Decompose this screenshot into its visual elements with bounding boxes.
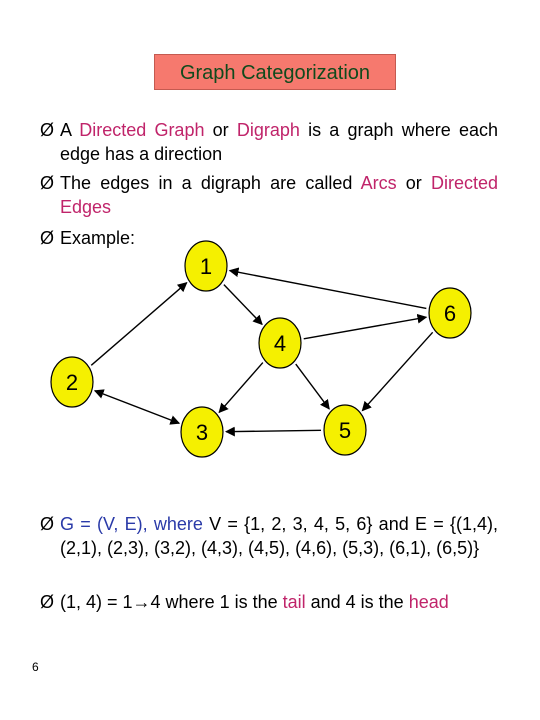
bullet-text: The edges in a digraph are called Arcs o… bbox=[60, 171, 498, 219]
slide-title: Graph Categorization bbox=[154, 54, 396, 90]
graph-node-4 bbox=[258, 317, 302, 369]
bullet-marker-icon: Ø bbox=[40, 514, 55, 534]
edge-6-1 bbox=[228, 267, 427, 310]
edge-6-5 bbox=[361, 331, 434, 412]
bullet-marker-icon: Ø bbox=[40, 120, 55, 140]
graph-node-label: 1 bbox=[200, 254, 212, 279]
graph-node-label: 5 bbox=[339, 418, 351, 443]
bullet-text-run: or bbox=[396, 173, 431, 193]
edge-5-3 bbox=[225, 426, 322, 437]
edge-2-3 bbox=[93, 389, 181, 425]
bullet-text-run: V = {1, 2, 3, 4, 5, 6} and E = {(1,4), (… bbox=[60, 514, 498, 558]
bullet-marker-icon: Ø bbox=[40, 592, 55, 612]
edge-4-3 bbox=[218, 362, 264, 414]
bullet-text: A Directed Graph or Digraph is a graph w… bbox=[60, 118, 498, 166]
bullet-text-run: Directed Edges bbox=[60, 173, 498, 217]
graph-node-6 bbox=[428, 287, 472, 339]
edge-4-5 bbox=[295, 363, 330, 410]
bullet-marker-icon: Ø bbox=[40, 173, 55, 193]
bullet-text-run: A bbox=[60, 120, 80, 140]
graph-node-3 bbox=[180, 406, 224, 458]
bullet-text-run: Digraph bbox=[236, 120, 300, 140]
graph-node-2 bbox=[50, 356, 94, 408]
bullet-text-run: (1, 4) = 1→4 where 1 is the bbox=[60, 592, 283, 612]
graph-node-label: 3 bbox=[196, 420, 208, 445]
bullet-text-run: Directed Graph bbox=[79, 120, 205, 140]
bullet-text-run: or bbox=[204, 120, 237, 140]
graph-node-5 bbox=[323, 404, 367, 456]
edge-1-4 bbox=[223, 284, 263, 326]
bullet-text-run: tail bbox=[282, 592, 306, 612]
bullet-text-run: and 4 is the bbox=[305, 592, 409, 612]
bullet-text-run: Arcs bbox=[360, 173, 397, 193]
page-number: 6 bbox=[32, 660, 39, 674]
bullet-text-run: The edges in a digraph are called bbox=[60, 173, 361, 193]
graph-node-label: 6 bbox=[444, 301, 456, 326]
bullet-text: Example: bbox=[60, 226, 498, 250]
graph-node-label: 2 bbox=[66, 370, 78, 395]
bullet-text-run: Example: bbox=[60, 228, 136, 248]
graph-node-label: 4 bbox=[274, 331, 286, 356]
bullet-text: (1, 4) = 1→4 where 1 is the tail and 4 i… bbox=[60, 590, 498, 614]
edge-2-1 bbox=[90, 282, 188, 366]
bullet-text: G = (V, E), where V = {1, 2, 3, 4, 5, 6}… bbox=[60, 512, 498, 560]
bullet-text-run: is a graph where each edge has a directi… bbox=[60, 120, 499, 164]
bullet-marker-icon: Ø bbox=[40, 228, 55, 248]
bullet-text-run: G = (V, E), where bbox=[60, 514, 203, 534]
bullet-text-run: head bbox=[408, 592, 449, 612]
edge-4-6 bbox=[303, 313, 428, 340]
graph-bullet-2: Ø (1, 4) = 1→4 where 1 is the tail and 4… bbox=[40, 590, 500, 614]
graph-node-1 bbox=[184, 240, 228, 292]
